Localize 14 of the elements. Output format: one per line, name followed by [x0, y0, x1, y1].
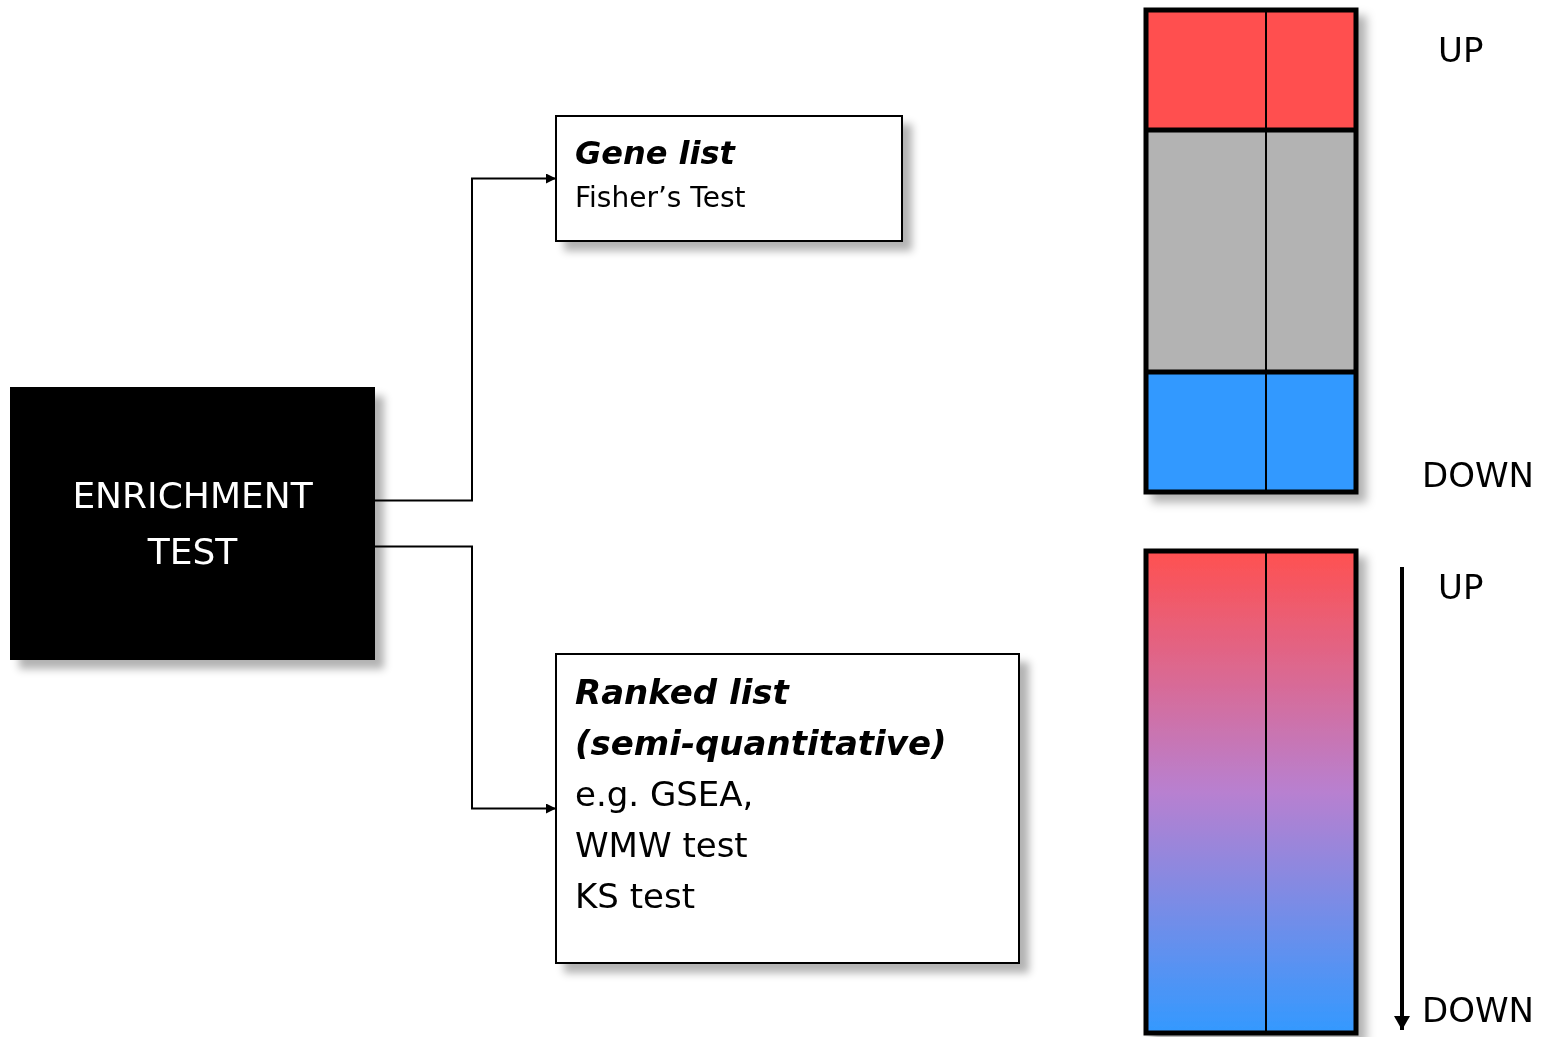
method-box: [555, 115, 903, 242]
level-label: DOWN: [1422, 455, 1534, 495]
node-heading: Ranked list (semi-quantitative): [575, 671, 948, 765]
arrow: [374, 173, 556, 502]
level-label: DOWN: [1422, 990, 1534, 1030]
arrow: [374, 545, 556, 814]
level-label: UP: [1438, 567, 1484, 607]
level-label: UP: [1438, 30, 1484, 70]
node-text: ENRICHMENT TEST: [71, 473, 314, 574]
node-text: e.g. GSEA, WMW test KS test: [575, 773, 755, 918]
process-box: [10, 387, 375, 660]
node-text: Fisher’s Test: [575, 180, 746, 216]
node-heading: Gene list: [575, 133, 735, 174]
method-box: [555, 653, 1020, 964]
